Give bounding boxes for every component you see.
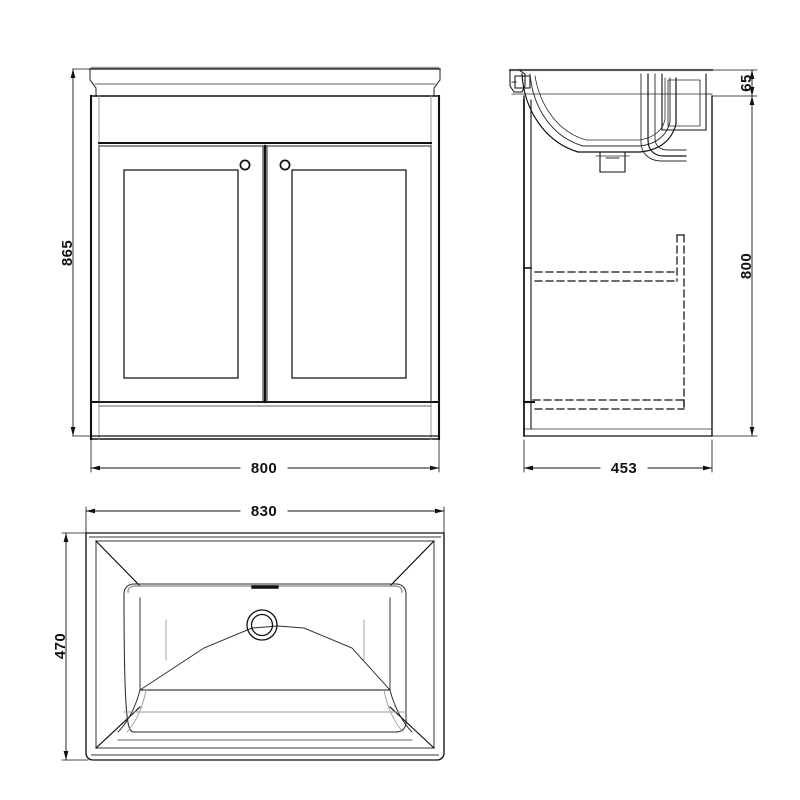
side-depth-label: 453 bbox=[611, 460, 637, 477]
plan-basin-rim bbox=[95, 540, 435, 749]
front-height-label: 865 bbox=[59, 240, 76, 266]
side-elevation-view bbox=[508, 68, 714, 437]
front-height-dimension bbox=[70, 68, 92, 437]
plan-depth-dimension bbox=[61, 532, 89, 761]
front-right-door-knob-icon bbox=[279, 159, 291, 171]
front-left-door[interactable] bbox=[98, 145, 264, 403]
front-worktop-cornice bbox=[89, 66, 441, 97]
side-depth-dimension bbox=[523, 439, 713, 473]
plan-view bbox=[85, 532, 445, 761]
plan-basin-outline bbox=[85, 532, 445, 761]
front-right-door[interactable] bbox=[266, 145, 432, 403]
plan-corner-fold-lines bbox=[95, 540, 435, 749]
side-height-label: 800 bbox=[738, 253, 755, 279]
front-left-door-panel bbox=[123, 169, 239, 379]
side-hidden-lines bbox=[532, 234, 685, 410]
front-left-door-knob-icon bbox=[239, 159, 251, 171]
plan-width-label: 830 bbox=[251, 503, 277, 520]
dimension-labels: 865 800 65 800 453 830 470 bbox=[52, 74, 755, 659]
plan-waste-hole bbox=[246, 609, 278, 641]
plan-depth-label: 470 bbox=[52, 633, 69, 659]
front-plinth bbox=[90, 400, 440, 437]
side-lip-label: 65 bbox=[738, 74, 755, 92]
side-height-dimension bbox=[711, 95, 758, 437]
plan-width-dimension bbox=[85, 506, 445, 534]
plan-bowl bbox=[117, 583, 413, 741]
front-width-label: 800 bbox=[251, 460, 277, 477]
front-right-door-panel bbox=[291, 169, 407, 379]
side-lip-dimension bbox=[711, 69, 758, 97]
front-elevation-view bbox=[89, 66, 441, 441]
front-width-dimension bbox=[90, 439, 440, 473]
side-basin-section bbox=[508, 68, 714, 173]
